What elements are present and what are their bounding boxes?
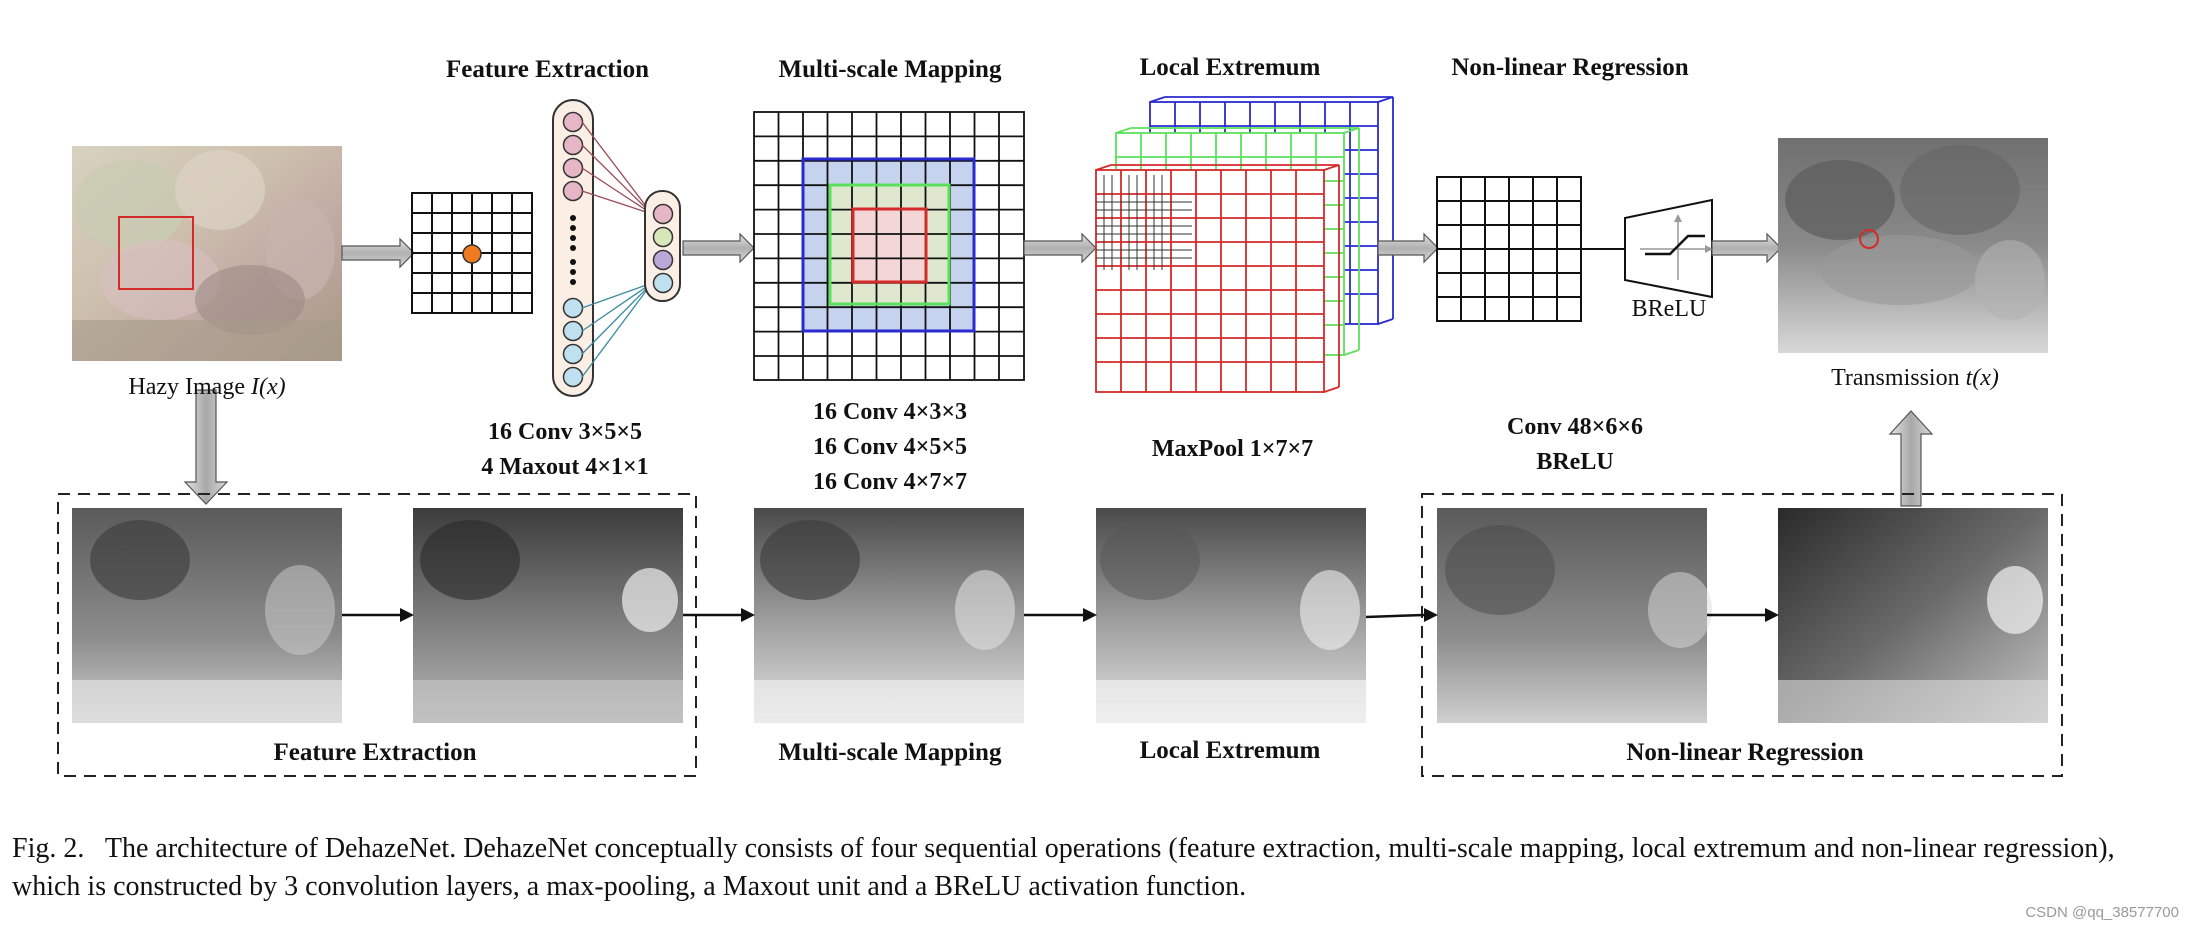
- caption-text: The architecture of DehazeNet. DehazeNet…: [12, 833, 2115, 902]
- config-line: 16 Conv 4×3×3: [812, 399, 968, 425]
- down-arrow: [183, 389, 229, 505]
- bottom-title-multi-scale-mapping: Multi-scale Mapping: [778, 739, 1002, 766]
- transmission-symbol: t(x): [1965, 365, 1999, 391]
- feature-map: [754, 508, 1024, 723]
- caption-prefix: Fig. 2.: [12, 833, 85, 864]
- regression-grid: [1436, 176, 1582, 322]
- feature-map: [1437, 508, 1712, 723]
- neuron-connections: [581, 121, 653, 378]
- top-title-multi-scale-mapping: Multi-scale Mapping: [778, 56, 1002, 83]
- bottom-arrows: [342, 608, 1779, 622]
- transmission-label: Transmission t(x): [1780, 365, 2050, 392]
- flow-arrow: [1023, 232, 1097, 264]
- config-feature-extraction: 16 Conv 3×5×5 4 Maxout 4×1×1: [420, 415, 710, 485]
- feature-map: [1096, 508, 1366, 723]
- config-line: 16 Conv 4×5×5: [812, 434, 968, 460]
- neuron-column: [552, 99, 594, 397]
- feature-map: [1778, 508, 2048, 723]
- flow-arrow: [1377, 232, 1439, 264]
- flow-arrow: [682, 232, 755, 264]
- feature-map: [413, 508, 683, 723]
- transmission-map: [1778, 138, 2048, 353]
- hazy-image: [72, 146, 342, 361]
- bottom-title-non-linear-regression: Non-linear Regression: [1626, 739, 1864, 766]
- brelu-block: [1624, 198, 1713, 299]
- hazy-image-label-text: Hazy Image: [128, 374, 245, 400]
- config-local-extremum: MaxPool 1×7×7: [1100, 432, 1365, 467]
- brelu-label: BReLU: [1631, 296, 1707, 322]
- transmission-label-text: Transmission: [1831, 365, 1960, 391]
- hazy-image-label: Hazy Image I(x): [62, 374, 352, 401]
- maxout-units: [644, 190, 681, 302]
- flow-arrow: [341, 237, 415, 269]
- top-title-local-extremum: Local Extremum: [1139, 54, 1321, 81]
- watermark: CSDN @qq_38577700: [2025, 904, 2179, 921]
- config-non-linear-regression: Conv 48×6×6 BReLU: [1440, 410, 1710, 480]
- config-line: 4 Maxout 4×1×1: [481, 454, 649, 480]
- config-multi-scale-mapping: 16 Conv 4×3×3 16 Conv 4×5×5 16 Conv 4×7×…: [755, 395, 1025, 500]
- top-title-non-linear-regression: Non-linear Regression: [1451, 54, 1689, 81]
- dashed-box-non-linear-regression: [1421, 493, 2063, 777]
- config-line: Conv 48×6×6: [1506, 414, 1644, 440]
- multi-scale-grid: [753, 111, 1025, 381]
- hazy-image-symbol: I(x): [250, 374, 286, 400]
- local-extremum-stack: [1095, 96, 1394, 393]
- center-pixel-dot: [462, 244, 482, 264]
- config-line: 16 Conv 3×5×5: [487, 419, 643, 445]
- figure-caption: Fig. 2. The architecture of DehazeNet. D…: [12, 830, 2162, 906]
- flow-arrow: [1711, 232, 1782, 264]
- input-patch-grid: [411, 192, 533, 314]
- top-title-feature-extraction: Feature Extraction: [446, 56, 649, 83]
- bottom-title-local-extremum: Local Extremum: [1139, 737, 1321, 764]
- config-line: BReLU: [1536, 449, 1614, 475]
- bottom-title-feature-extraction: Feature Extraction: [273, 739, 477, 766]
- config-line: 16 Conv 4×7×7: [812, 469, 968, 495]
- up-arrow: [1888, 410, 1934, 507]
- feature-map: [72, 508, 342, 723]
- config-line: MaxPool 1×7×7: [1151, 436, 1314, 462]
